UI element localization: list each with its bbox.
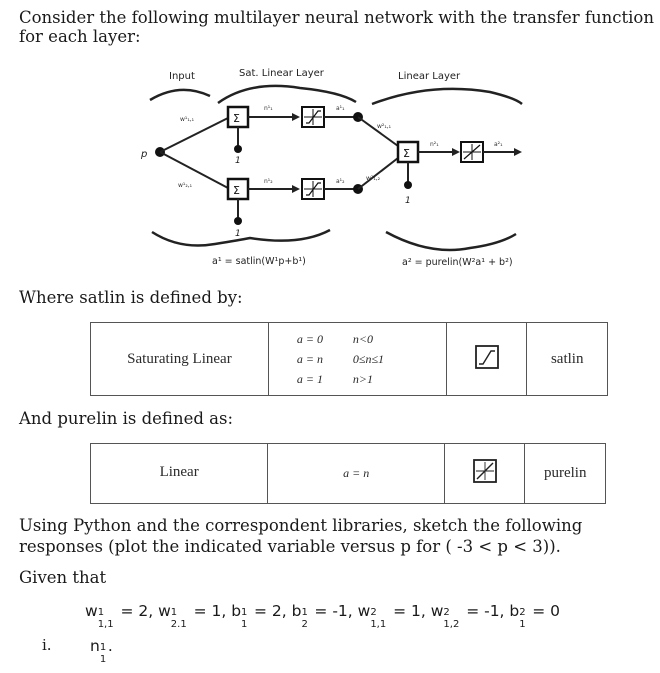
svg-text:1: 1 — [235, 229, 241, 239]
satlin-cond2-rhs: 0≤n≤1 — [352, 352, 385, 366]
eq-layer2: a² = purelin(W²a¹ + b²) — [402, 257, 513, 268]
svg-text:a²₁: a²₁ — [494, 141, 503, 148]
satlin-cond1-rhs: n<0 — [352, 332, 373, 346]
param-b1a: = 2, — [253, 602, 287, 620]
sigma-3: Σ — [403, 147, 410, 160]
eq-layer1: a¹ = satlin(W¹p+b¹) — [212, 256, 306, 267]
svg-text:w¹₁,₁: w¹₁,₁ — [180, 116, 195, 123]
purelin-table: Linear a = n purelin — [89, 443, 606, 504]
linear-layer-brace — [371, 87, 523, 106]
svg-text:1: 1 — [235, 156, 241, 166]
intro-text: Consider the following multilayer neural… — [19, 8, 654, 46]
svg-text:n¹₁: n¹₁ — [264, 105, 273, 112]
param-b2: = 0 — [532, 602, 560, 620]
svg-text:w¹₂,₁: w¹₂,₁ — [178, 182, 193, 189]
bias-node-3 — [404, 181, 412, 189]
w11-line — [159, 117, 229, 153]
param-w2-12: = -1, — [466, 602, 505, 620]
param-b1b: = -1, — [314, 602, 353, 620]
w21-line — [159, 151, 229, 189]
purelin-rule: a = n — [267, 443, 446, 504]
item-number: i. — [42, 636, 52, 654]
sigma-2: Σ — [233, 184, 240, 197]
sat-layer-label: Sat. Linear Layer — [239, 68, 325, 79]
linear-layer-label: Linear Layer — [398, 71, 461, 82]
svg-text:a¹₁: a¹₁ — [336, 105, 345, 112]
sigma-1: Σ — [233, 112, 240, 125]
svg-text:1: 1 — [405, 196, 411, 206]
task-line-1: Using Python and the correspondent libra… — [19, 516, 583, 535]
svg-text:n²₁: n²₁ — [430, 141, 439, 148]
satlin-table: Saturating Linear a = 0 n<0 a = n 0≤n≤1 a … — [90, 322, 608, 396]
purelin-name: Linear — [89, 443, 269, 504]
param-w11: = 2, — [120, 602, 154, 620]
satlin-func: satlin — [526, 322, 608, 396]
purelin-intro: And purelin is defined as: — [19, 409, 234, 428]
satlin-name: Saturating Linear — [90, 322, 269, 396]
task-line-2: responses (plot the indicated variable v… — [19, 537, 561, 556]
satlin-icon — [474, 344, 499, 369]
satlin-intro: Where satlin is defined by: — [19, 288, 243, 307]
given-label: Given that — [19, 568, 107, 587]
satlin-cond1-lhs: a = 0 — [296, 332, 323, 346]
sat-layer-brace-bottom — [151, 228, 331, 247]
sat-layer-brace — [217, 84, 357, 105]
input-brace — [149, 88, 211, 102]
satlin-cond3-lhs: a = 1 — [296, 372, 323, 386]
p-label: p — [140, 149, 147, 160]
satlin-icon-cell — [445, 322, 528, 396]
bias-node-2 — [234, 217, 242, 225]
svg-text:w²₁,₁: w²₁,₁ — [377, 123, 392, 130]
satlin-cond2-lhs: a = n — [296, 352, 323, 366]
svg-text:w²₁,₂: w²₁,₂ — [366, 175, 381, 182]
input-label: Input — [169, 71, 195, 82]
bias-node-1 — [234, 145, 242, 153]
linear-layer-brace-bottom — [385, 230, 517, 252]
purelin-func: purelin — [524, 443, 606, 504]
intro-line-2: for each layer: — [19, 27, 141, 46]
param-w21: = 1, — [193, 602, 227, 620]
purelin-icon-cell — [444, 443, 526, 504]
svg-text:n¹₂: n¹₂ — [264, 178, 273, 185]
satlin-conditions: a = 0 n<0 a = n 0≤n≤1 a = 1 n>1 — [267, 322, 447, 396]
intro-line-1: Consider the following multilayer neural… — [19, 8, 654, 27]
param-w2-11: = 1, — [393, 602, 426, 620]
satlin-cond3-rhs: n>1 — [352, 372, 373, 386]
task-text: Using Python and the correspondent libra… — [19, 516, 582, 556]
purelin-icon — [472, 459, 497, 483]
network-diagram: Input Sat. Linear Layer Linear Layer p w… — [140, 68, 523, 268]
svg-text:a¹₂: a¹₂ — [336, 178, 345, 185]
